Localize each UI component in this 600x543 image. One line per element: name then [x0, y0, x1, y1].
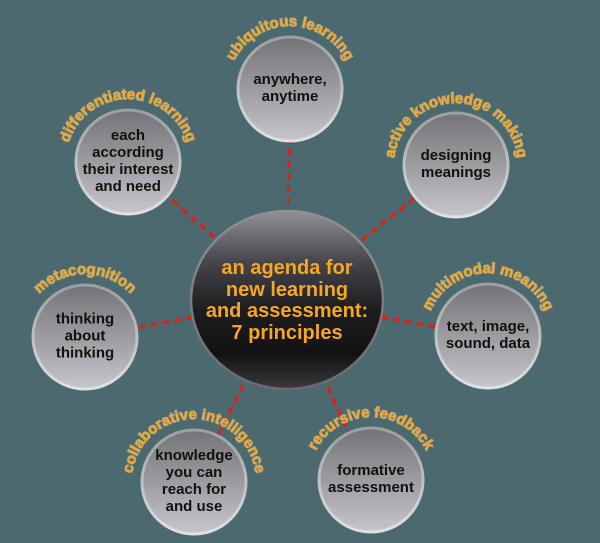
node-circle-differentiated-learning	[74, 108, 182, 216]
node-text-multimodal-meaning: text, image, sound, data	[445, 318, 531, 352]
node-circle-active-knowledge-making	[402, 111, 510, 219]
node-text-collaborative-intelligence: knowledge you can reach for and use	[155, 447, 233, 515]
connector-recursive-feedback	[285, 299, 373, 481]
node-circle-multimodal-meaning	[434, 282, 542, 390]
node-circle-recursive-feedback	[317, 426, 425, 534]
node-text-metacognition: thinking about thinking	[55, 310, 115, 362]
node-circle-metacognition	[31, 283, 139, 391]
satellite-circles	[31, 35, 542, 536]
node-text-recursive-feedback: formative assessment	[328, 462, 414, 496]
node-circle-ubiquitous-learning	[236, 35, 344, 143]
center-circle	[189, 209, 385, 391]
node-text-differentiated-learning: each according their interest and need	[82, 127, 174, 195]
center-title: an agenda for new learning and assessmen…	[205, 256, 369, 344]
node-text-active-knowledge-making: designing meanings	[420, 147, 492, 181]
node-text-ubiquitous-learning: anywhere, anytime	[253, 71, 327, 105]
node-circle-collaborative-intelligence	[140, 428, 248, 536]
